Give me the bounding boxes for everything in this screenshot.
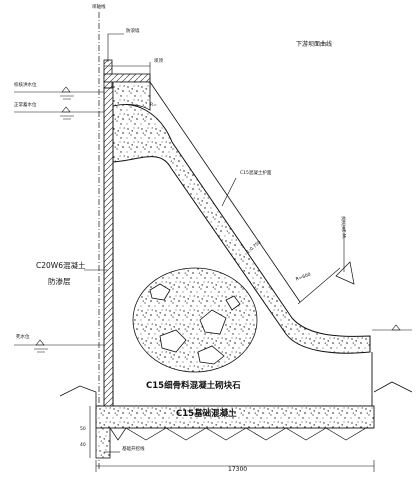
rubble-stone-2 bbox=[199, 309, 227, 335]
downstream-water-symbol bbox=[391, 324, 401, 331]
rubble-stone-5 bbox=[225, 295, 241, 311]
upstream-ground bbox=[59, 385, 97, 406]
left-dim-label: 50 bbox=[80, 427, 86, 432]
check-flood-symbol bbox=[60, 86, 74, 100]
upstream-wall bbox=[103, 87, 114, 409]
base-width-label: 17300 bbox=[228, 466, 248, 473]
downstream-face-band bbox=[112, 104, 371, 354]
spillway-note: 溢洪道E.M. bbox=[340, 216, 346, 240]
downstream-ground bbox=[373, 381, 413, 393]
parapet-label: 防浪墙 bbox=[126, 29, 140, 34]
c15-face-label: C15混凝土护面 bbox=[240, 171, 272, 176]
rubble-stone-3 bbox=[159, 329, 187, 353]
rubble-stone-1 bbox=[149, 283, 171, 301]
rubble-stone-4 bbox=[197, 345, 225, 365]
rubble-core bbox=[132, 267, 258, 373]
r-value-label: R= bbox=[150, 103, 157, 108]
foundation-slab bbox=[95, 405, 375, 429]
dead-level-symbol bbox=[34, 339, 48, 353]
c15-face-leader bbox=[221, 177, 237, 207]
rubble-core-label: C15细骨料混凝土砌块石 bbox=[146, 381, 241, 391]
dead-level-label: 死水位 bbox=[16, 335, 30, 340]
c20-wall-label-1: C20W6混凝土 bbox=[36, 261, 86, 270]
bedrock-note: 基础开挖线 bbox=[122, 447, 145, 452]
title-downstream-curve: 下游坝面曲线 bbox=[296, 41, 333, 48]
design-flood-label: 正常蓄水位 bbox=[14, 103, 37, 108]
axis-label: 坝轴线 bbox=[92, 5, 106, 10]
parapet-leader bbox=[107, 33, 124, 62]
check-flood-label: 校核洪水位 bbox=[14, 83, 37, 88]
design-flood-symbol bbox=[60, 106, 74, 120]
c20-wall-label-2: 防渗层 bbox=[48, 277, 71, 286]
left-dim-label-2: 40 bbox=[80, 443, 86, 448]
radius-line-upper bbox=[297, 267, 341, 305]
cutoff-toe bbox=[95, 427, 111, 459]
crest-label: 坝顶 bbox=[154, 59, 163, 64]
foundation-label: C15基础混凝土 bbox=[176, 409, 237, 419]
downstream-slope-outer bbox=[149, 81, 301, 303]
excavation-line bbox=[109, 427, 374, 441]
crest-concrete bbox=[112, 81, 151, 111]
radius-triangle bbox=[335, 261, 355, 285]
crest-cap bbox=[103, 73, 151, 83]
